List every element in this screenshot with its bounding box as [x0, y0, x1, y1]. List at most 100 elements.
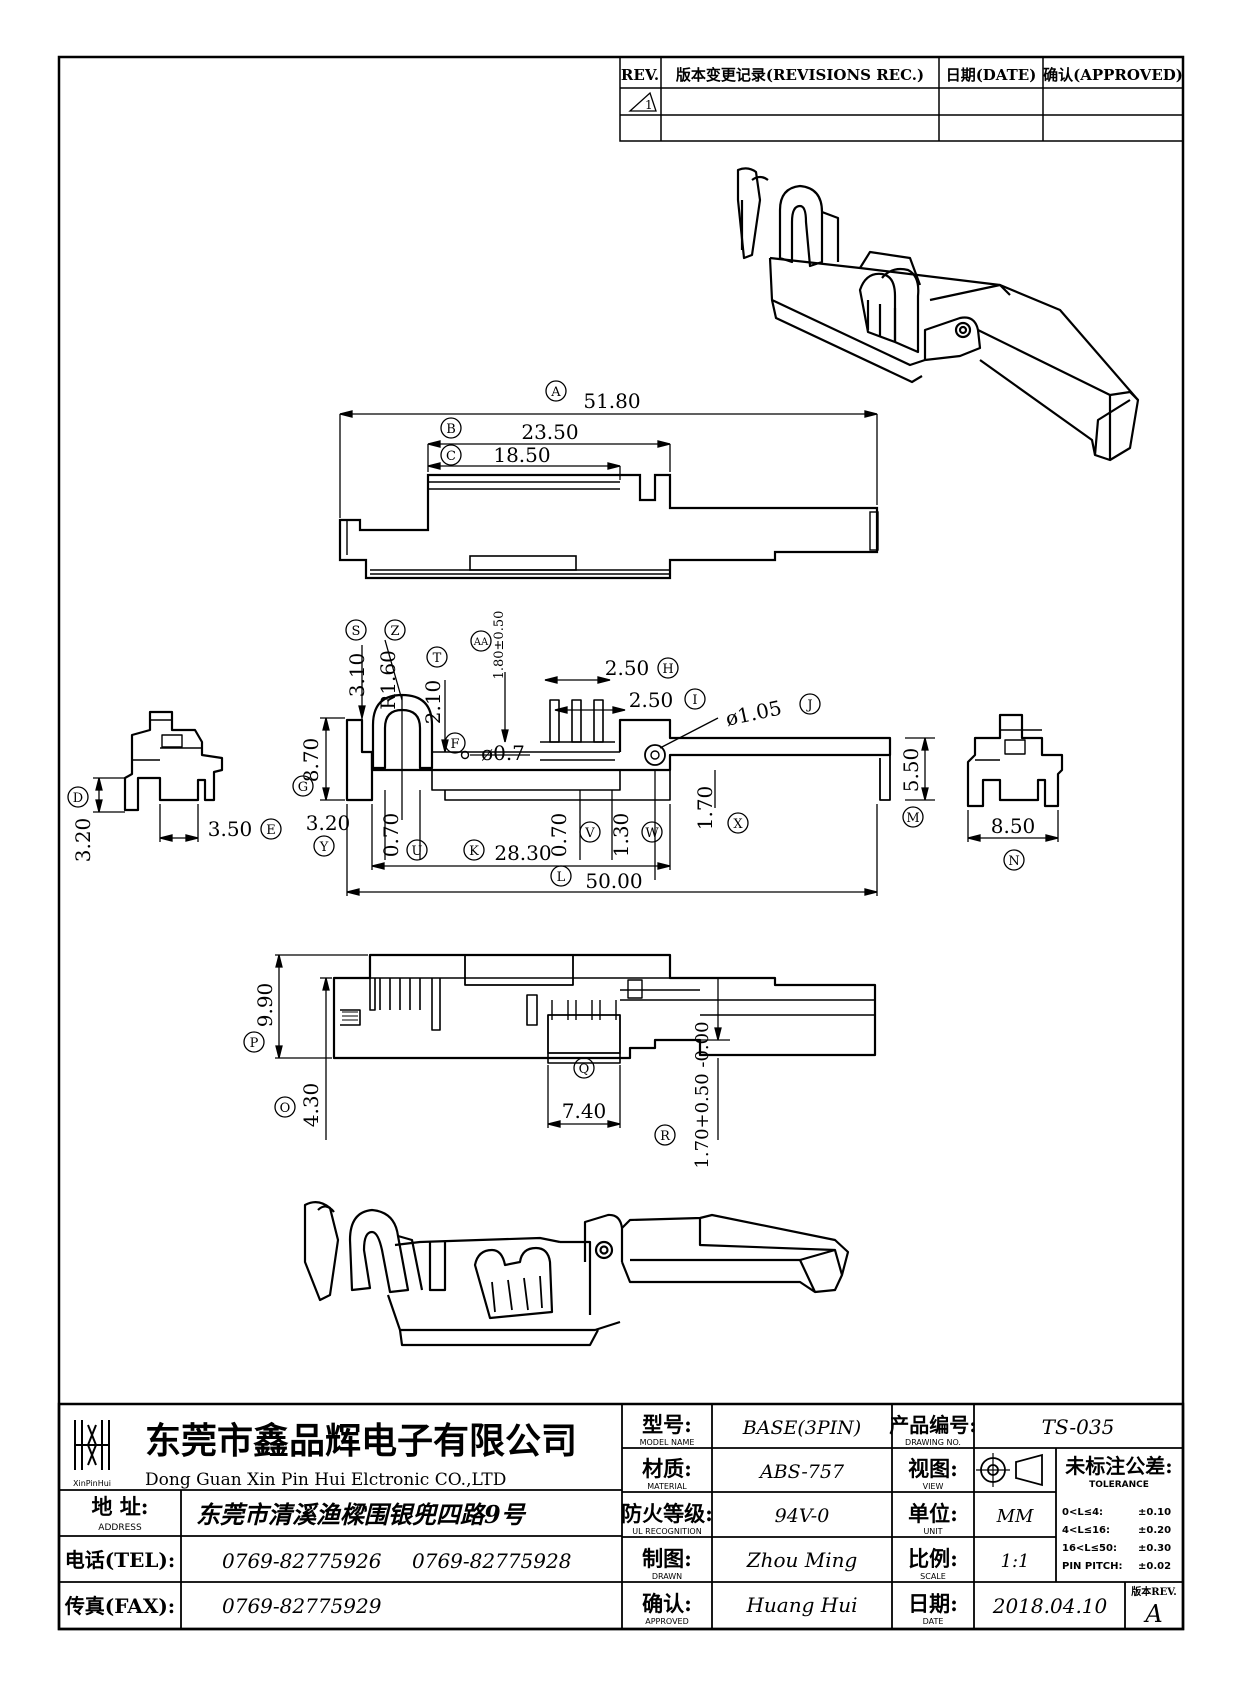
dim-value-B: 23.50 — [521, 420, 578, 444]
dim-letter-R: R — [660, 1129, 671, 1144]
address-label-en: ADDRESS — [98, 1523, 142, 1533]
dim-letter-G: G — [298, 780, 308, 795]
dim-value-V: 0.70 — [547, 813, 571, 858]
drawn-label-en: DRAWN — [652, 1572, 682, 1581]
material-label-en: MATERIAL — [647, 1482, 687, 1491]
dim-value-G: 8.70 — [299, 738, 323, 783]
dim-letter-K: K — [469, 844, 479, 859]
dim-value-R: 1.70+0.50 -0.00 — [692, 1021, 713, 1168]
tolerance-value-1: ±0.10 — [1138, 1507, 1171, 1518]
rev-header: REV. — [621, 66, 659, 84]
dim-value-X: 1.70 — [693, 786, 717, 831]
dim-letter-B: B — [446, 422, 456, 437]
dim-value-Q: 7.40 — [562, 1099, 607, 1123]
dim-letter-E: E — [266, 823, 276, 838]
model-value: BASE(3PIN) — [742, 1417, 861, 1439]
tel-value-2: 0769-82775928 — [412, 1549, 571, 1573]
dim-letter-P: P — [250, 1036, 259, 1051]
bottom-view — [332, 953, 877, 1064]
material-value: ABS-757 — [758, 1461, 845, 1483]
dim-letter-Q: Q — [579, 1062, 590, 1077]
date-label-en: DATE — [923, 1617, 944, 1626]
logo-text: XinPinHui — [73, 1479, 111, 1488]
right-side-view — [966, 713, 1064, 808]
tolerance-range-3: 16<L≤50: — [1062, 1543, 1117, 1554]
revision-delta-icon — [628, 91, 657, 112]
dim-letter-I: I — [692, 693, 697, 708]
view-label: 视图: — [908, 1456, 958, 1481]
dim-letter-V: V — [584, 826, 595, 841]
tel-value-1: 0769-82775926 — [222, 1549, 382, 1573]
fax-label: 传真(FAX): — [64, 1594, 175, 1618]
revisions-header: 版本变更记录(REVISIONS REC.) — [676, 66, 924, 84]
scale-label: 比例: — [908, 1546, 958, 1571]
date-label: 日期: — [908, 1591, 958, 1616]
rev-value: A — [1143, 1600, 1162, 1628]
company-logo — [74, 1420, 110, 1470]
dim-value-F: ø0.7 — [481, 741, 525, 765]
dim-value-J: ø1.05 — [723, 696, 783, 731]
dim-letter-L: L — [557, 870, 566, 885]
unit-label: 单位: — [908, 1501, 958, 1526]
dim-value-D: 3.20 — [71, 818, 95, 863]
dim-value-L: 50.00 — [585, 869, 642, 893]
title-block — [57, 1402, 1185, 1631]
dim-letter-H: H — [662, 662, 673, 677]
dim-letter-A: A — [550, 385, 561, 400]
dim-value-E: 3.50 — [208, 817, 253, 841]
drawing-no-label: 产品编号: — [889, 1413, 976, 1437]
isometric-view-bottom — [303, 1201, 850, 1347]
dim-letter-W: W — [645, 826, 659, 841]
front-view — [338, 473, 879, 580]
right-side-dims — [967, 810, 1059, 871]
dim-letter-C: C — [446, 449, 456, 464]
dim-letter-Y: Y — [319, 840, 329, 855]
dim-value-K: 28.30 — [494, 841, 551, 865]
model-label: 型号: — [642, 1412, 692, 1437]
dim-value-Y: 3.20 — [306, 811, 351, 835]
dim-letter-S: S — [352, 624, 361, 639]
view-label-en: VIEW — [923, 1482, 944, 1491]
drawing-no-label-en: DRAWING NO. — [905, 1438, 961, 1447]
company-name-en: Dong Guan Xin Pin Hui Elctronic CO.,LTD — [145, 1470, 506, 1490]
tolerance-label: 未标注公差: — [1065, 1454, 1172, 1478]
dim-letter-M: M — [906, 811, 919, 826]
dim-value-C: 18.50 — [493, 443, 550, 467]
revision-mark: 1 — [645, 98, 653, 112]
dim-value-T: 2.10 — [421, 680, 445, 725]
dim-letter-F: F — [450, 737, 459, 752]
address-value: 东莞市清溪渔樑围银兜四路9号 — [196, 1500, 527, 1529]
flame-value: 94V-0 — [775, 1505, 830, 1527]
drawn-label: 制图: — [642, 1546, 692, 1571]
dim-letter-X: X — [733, 817, 743, 832]
dim-letter-AA: AA — [473, 637, 489, 648]
isometric-view-top — [736, 167, 1140, 462]
scale-value: 1:1 — [1001, 1551, 1030, 1572]
tel-label: 电话(TEL): — [65, 1548, 176, 1572]
front-view-dims — [339, 380, 878, 518]
material-label: 材质: — [642, 1456, 692, 1481]
dim-value-AA: 1.80±0.50 — [492, 611, 507, 680]
bottom-view-dims — [243, 954, 730, 1146]
tolerance-range-2: 4<L≤16: — [1062, 1525, 1110, 1536]
fax-value: 0769-82775929 — [222, 1594, 382, 1618]
dim-value-S: 3.10 — [345, 653, 369, 698]
tolerance-value-4: ±0.02 — [1138, 1561, 1171, 1572]
dim-value-Z: R1.60 — [376, 650, 400, 710]
flame-label-en: UL RECOGNITION — [632, 1527, 701, 1536]
tolerance-label-en: TOLERANCE — [1089, 1480, 1149, 1490]
tolerance-value-2: ±0.20 — [1138, 1525, 1171, 1536]
approved-label-en: APPROVED — [645, 1617, 689, 1626]
dim-value-H: 2.50 — [605, 656, 650, 680]
date-header: 日期(DATE) — [946, 66, 1037, 84]
dim-value-I: 2.50 — [629, 688, 674, 712]
left-side-view — [123, 710, 224, 812]
revision-table — [619, 56, 1184, 142]
unit-value: MM — [996, 1506, 1034, 1527]
dim-letter-Z: Z — [390, 624, 399, 639]
date-value: 2018.04.10 — [992, 1594, 1108, 1618]
dim-letter-D: D — [73, 791, 83, 806]
top-view-dims — [292, 619, 935, 896]
flame-label: 防火等级: — [621, 1501, 713, 1526]
rev-label: 版本REV. — [1131, 1585, 1176, 1598]
